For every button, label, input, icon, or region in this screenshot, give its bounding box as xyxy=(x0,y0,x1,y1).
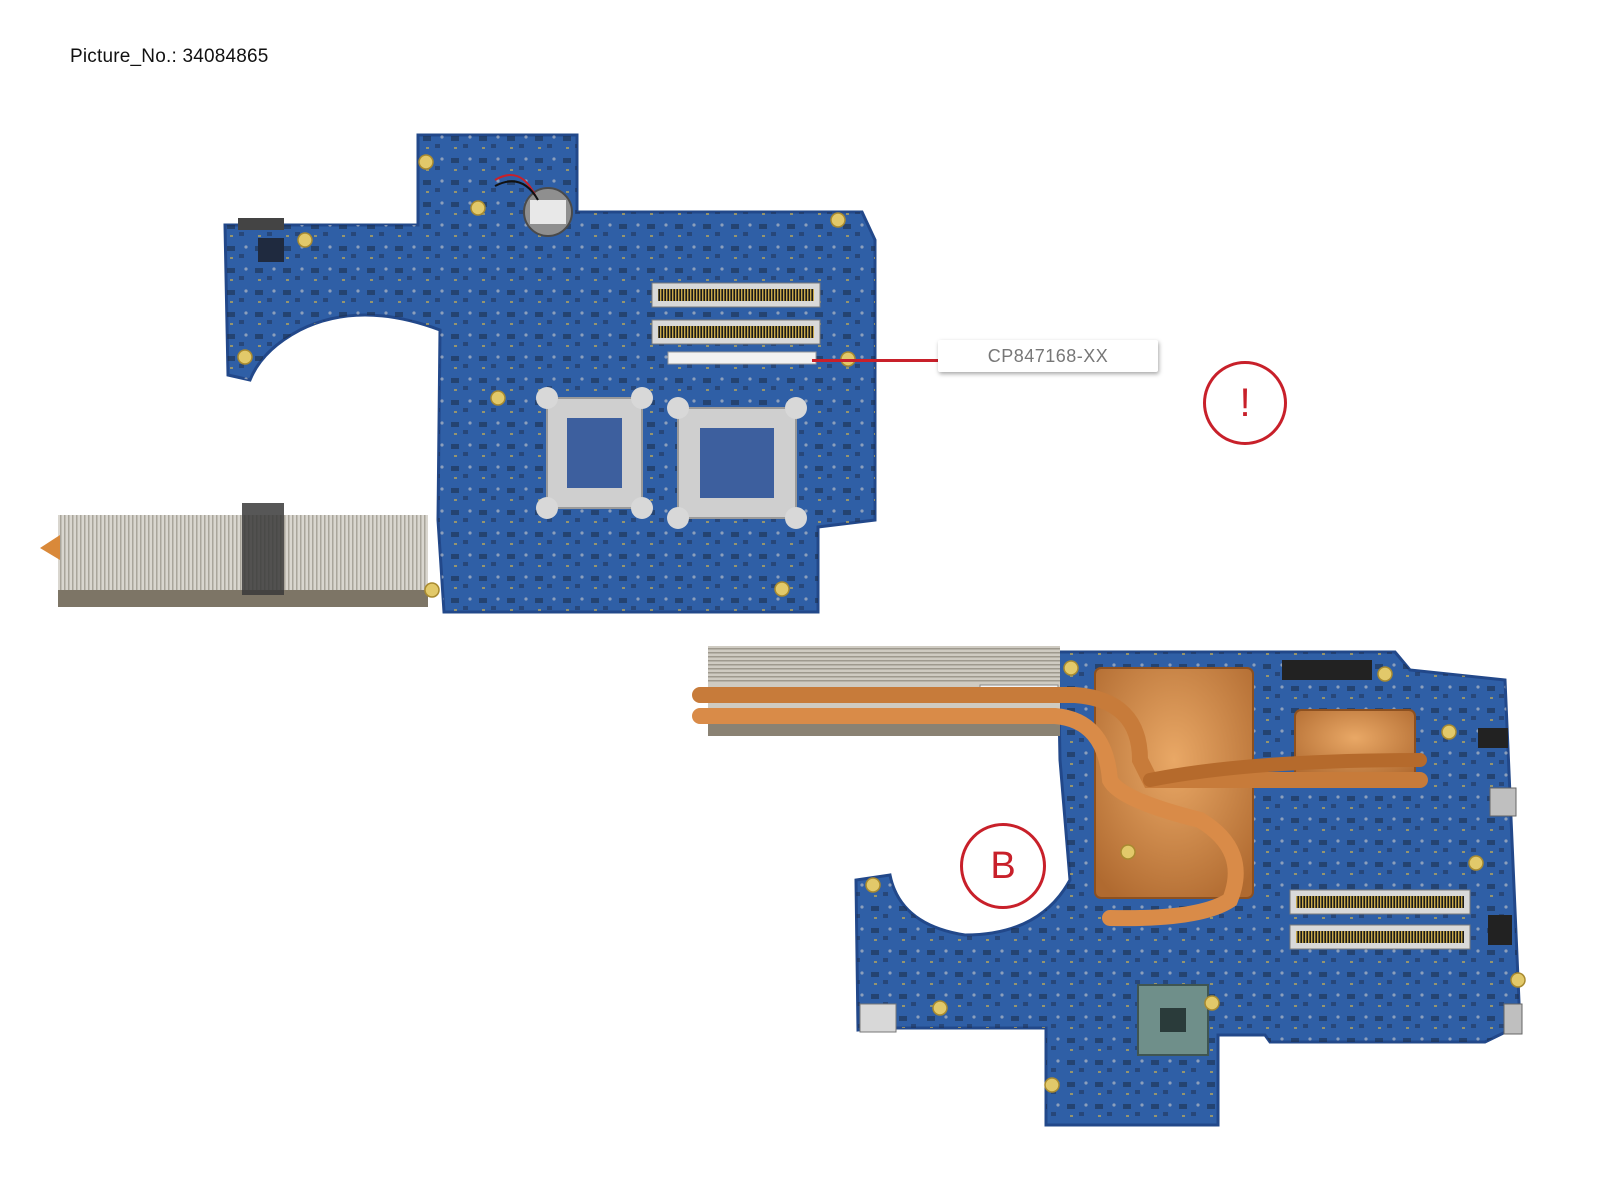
motherboard-frontside xyxy=(692,646,1526,1127)
label-pointer-line xyxy=(812,359,938,362)
pch-chip xyxy=(1137,984,1209,1056)
heat-pipes xyxy=(692,687,1428,927)
picture-number-caption: Picture_No.: 34084865 xyxy=(70,46,269,68)
connector xyxy=(1282,660,1372,680)
picture-number-value: 34084865 xyxy=(182,46,269,67)
variant-b-badge: B xyxy=(960,823,1046,909)
part-number-label: CP847168-XX xyxy=(938,340,1158,372)
cmos-battery xyxy=(494,174,573,237)
memory-slots-bottom xyxy=(1289,889,1471,950)
memory-slots-top xyxy=(651,282,821,365)
picture-number-label: Picture_No.: xyxy=(70,46,177,67)
heatsink-fins-top xyxy=(40,503,428,607)
motherboard-backside xyxy=(40,133,877,614)
warning-badge: ! xyxy=(1203,361,1287,445)
cpu-bracket xyxy=(536,387,653,519)
copper-heatspreader-gpu xyxy=(1294,709,1416,781)
gpu-bracket xyxy=(667,397,807,529)
